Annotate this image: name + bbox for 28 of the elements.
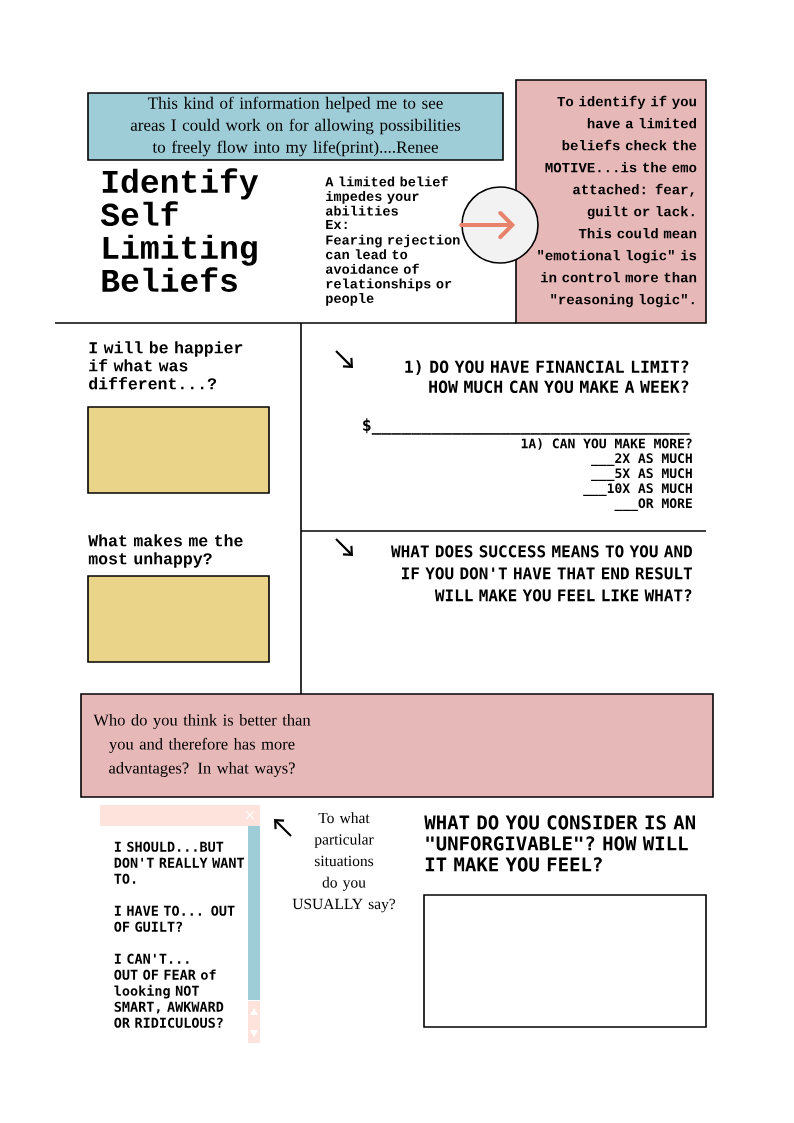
- text-label: ___2X AS MUCH: [591, 453, 692, 466]
- question-text: What makes me the most unhappy?: [88, 534, 243, 568]
- text-box: To identify if you have a limited beliefs check the MOTIVE...is the emo attached: fear, guilt or lack. This could mean "emotional logic" is in control more than "reasoning logic".: [515, 79, 707, 324]
- node-label: I HAVE TO... OUT OF GUILT?: [114, 905, 235, 932]
- heading: Identify Self Limiting Beliefs: [100, 168, 259, 292]
- answer-box: [423, 894, 707, 1028]
- node-label: I SHOULD...BUT DON'T REALLY WANT TO.: [114, 841, 244, 884]
- question-text: I will be happier if what was different...?: [89, 341, 243, 390]
- text-label: Fearing rejection can lead to avoidance of relationships or people: [326, 234, 460, 306]
- text-label: To what particular situations do you USUALLY say?: [292, 812, 396, 913]
- node-label: I CAN'T... OUT OF FEAR of looking NOT SMART, AWKWARD OR RIDICULOUS?: [114, 953, 224, 1028]
- text-label: ___10X AS MUCH: [583, 483, 692, 496]
- answer-box: [87, 575, 270, 663]
- scroll-panel: I SHOULD...BUT DON'T REALLY WANT TO. I HAVE TO... OUT OF GUILT? I CAN'T... OUT OF FEAR of looking NOT SMART, AWKWARD OR RIDICULOUS?: [100, 805, 260, 1043]
- answer-box: [87, 406, 270, 494]
- text-label: $________________________________: [363, 418, 690, 435]
- text-label: ___5X AS MUCH: [591, 468, 692, 481]
- arrow: [459, 211, 516, 239]
- text-label: WHAT DO YOU CONSIDER IS AN "UNFORGIVABLE"? HOW WILL IT MAKE YOU FEEL?: [424, 815, 695, 872]
- text-box: Who do you think is better than you and therefore has more advantages? In what ways?: [80, 693, 714, 798]
- text-label: Ex:: [326, 220, 347, 230]
- circle-shape: [461, 186, 539, 264]
- text-label: 1A) CAN YOU MAKE MORE?: [521, 438, 692, 450]
- text-label: WHAT DOES SUCCESS MEANS TO YOU AND IF YOU DON'T HAVE THAT END RESULT WILL MAKE YOU FEEL LIKE WHAT?: [391, 545, 692, 602]
- text-label: A limited belief impedes your abilities: [325, 176, 448, 216]
- text-label: 1) DO YOU HAVE FINANCIAL LIMIT? HOW MUCH CAN YOU MAKE A WEEK?: [405, 360, 689, 394]
- text-box: This kind of information helped me to see areas I could work on for allowing possibilities to freely flow into my life(print)....Renee: [87, 92, 504, 161]
- text-label: ___OR MORE: [614, 498, 692, 511]
